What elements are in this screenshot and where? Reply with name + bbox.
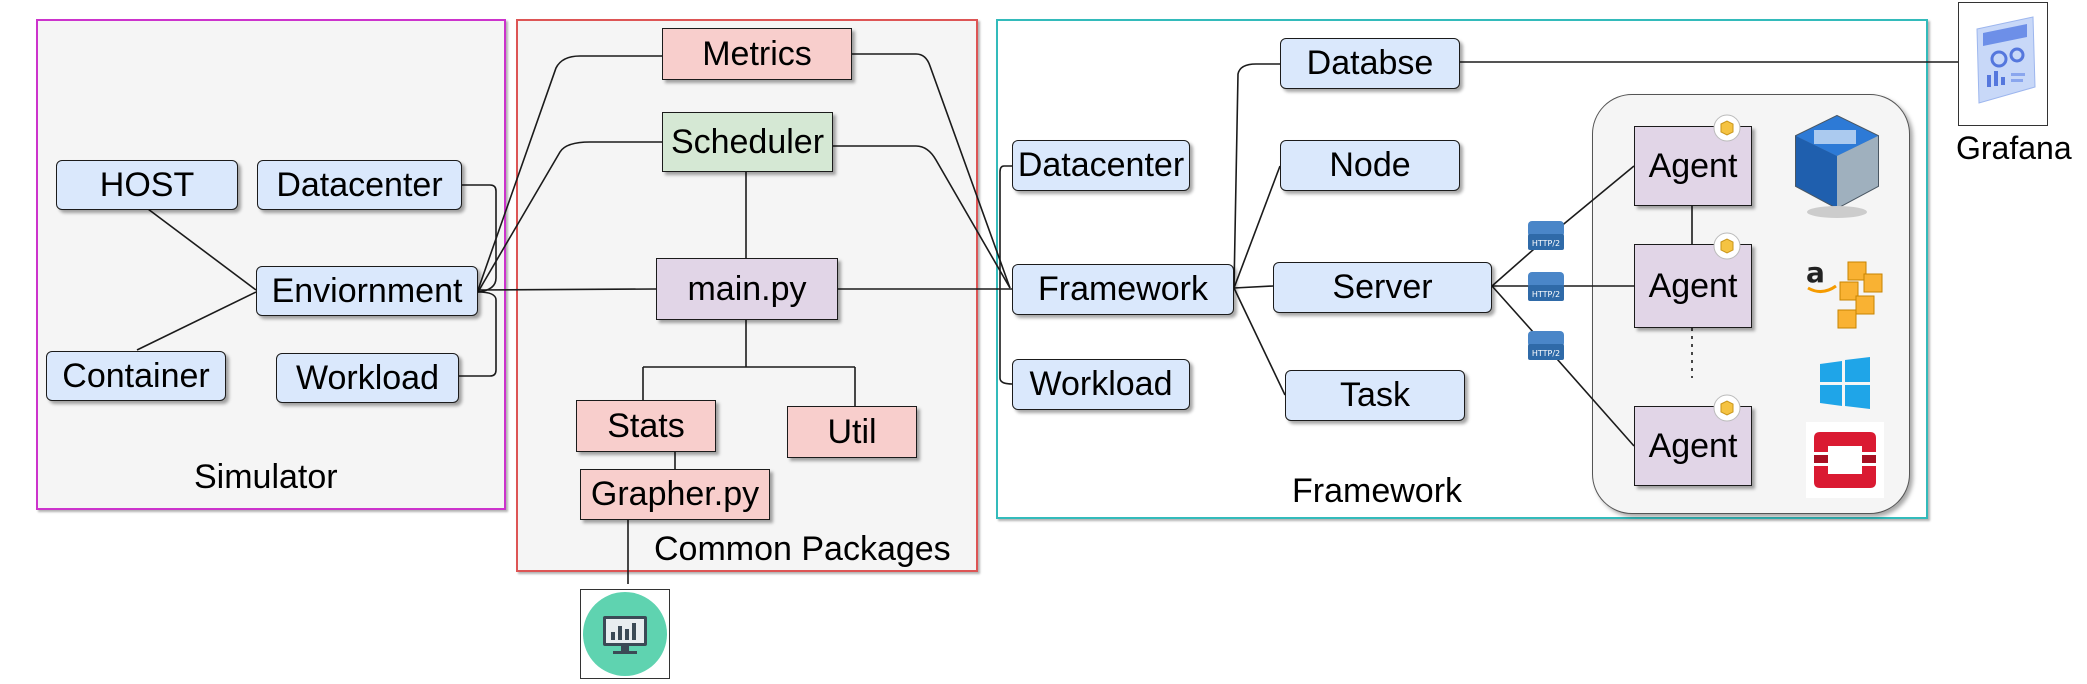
main-py-box: main.py	[656, 258, 838, 320]
simulator-label: Simulator	[194, 458, 338, 496]
openstack-icon	[1806, 422, 1884, 498]
package-icon	[1713, 232, 1741, 260]
http2-badge-icon: HTTP/2	[1527, 330, 1565, 362]
http2-badge-icon: HTTP/2	[1527, 220, 1565, 252]
node-box: Node	[1280, 140, 1460, 191]
monitor-chart-icon	[580, 589, 670, 679]
http2-badge-icon: HTTP/2	[1527, 271, 1565, 303]
package-icon	[1713, 394, 1741, 422]
svg-text:HTTP/2: HTTP/2	[1532, 239, 1560, 248]
svg-text:HTTP/2: HTTP/2	[1532, 290, 1560, 299]
svg-text:HTTP/2: HTTP/2	[1532, 349, 1560, 358]
stats-box: Stats	[576, 400, 716, 452]
grafana-label: Grafana	[1956, 130, 2072, 166]
agent-box: Agent	[1634, 244, 1752, 328]
framework-label: Framework	[1292, 472, 1463, 510]
framework-workload-box: Workload	[1012, 359, 1190, 410]
scheduler-box: Scheduler	[662, 112, 833, 172]
framework-datacenter-box: Datacenter	[1012, 140, 1190, 191]
common-packages-label: Common Packages	[654, 530, 951, 568]
task-box: Task	[1285, 370, 1465, 421]
grapher-py-box: Grapher.py	[580, 469, 770, 520]
aws-icon: a	[1804, 256, 1884, 332]
database-box: Databse	[1280, 38, 1460, 89]
host-box: HOST	[56, 160, 238, 210]
container-box: Container	[46, 351, 226, 401]
windows-icon	[1818, 356, 1872, 410]
svg-text:a: a	[1806, 256, 1825, 289]
virtualbox-icon	[1792, 112, 1882, 222]
simulator-datacenter-box: Datacenter	[257, 160, 462, 210]
simulator-panel	[36, 19, 506, 510]
util-box: Util	[787, 406, 917, 458]
framework-box: Framework	[1012, 264, 1234, 315]
server-box: Server	[1273, 262, 1492, 313]
grafana-dashboard-icon	[1958, 2, 2048, 126]
environment-box: Enviornment	[256, 266, 478, 316]
simulator-workload-box: Workload	[276, 353, 459, 403]
metrics-box: Metrics	[662, 28, 852, 80]
package-icon	[1713, 114, 1741, 142]
